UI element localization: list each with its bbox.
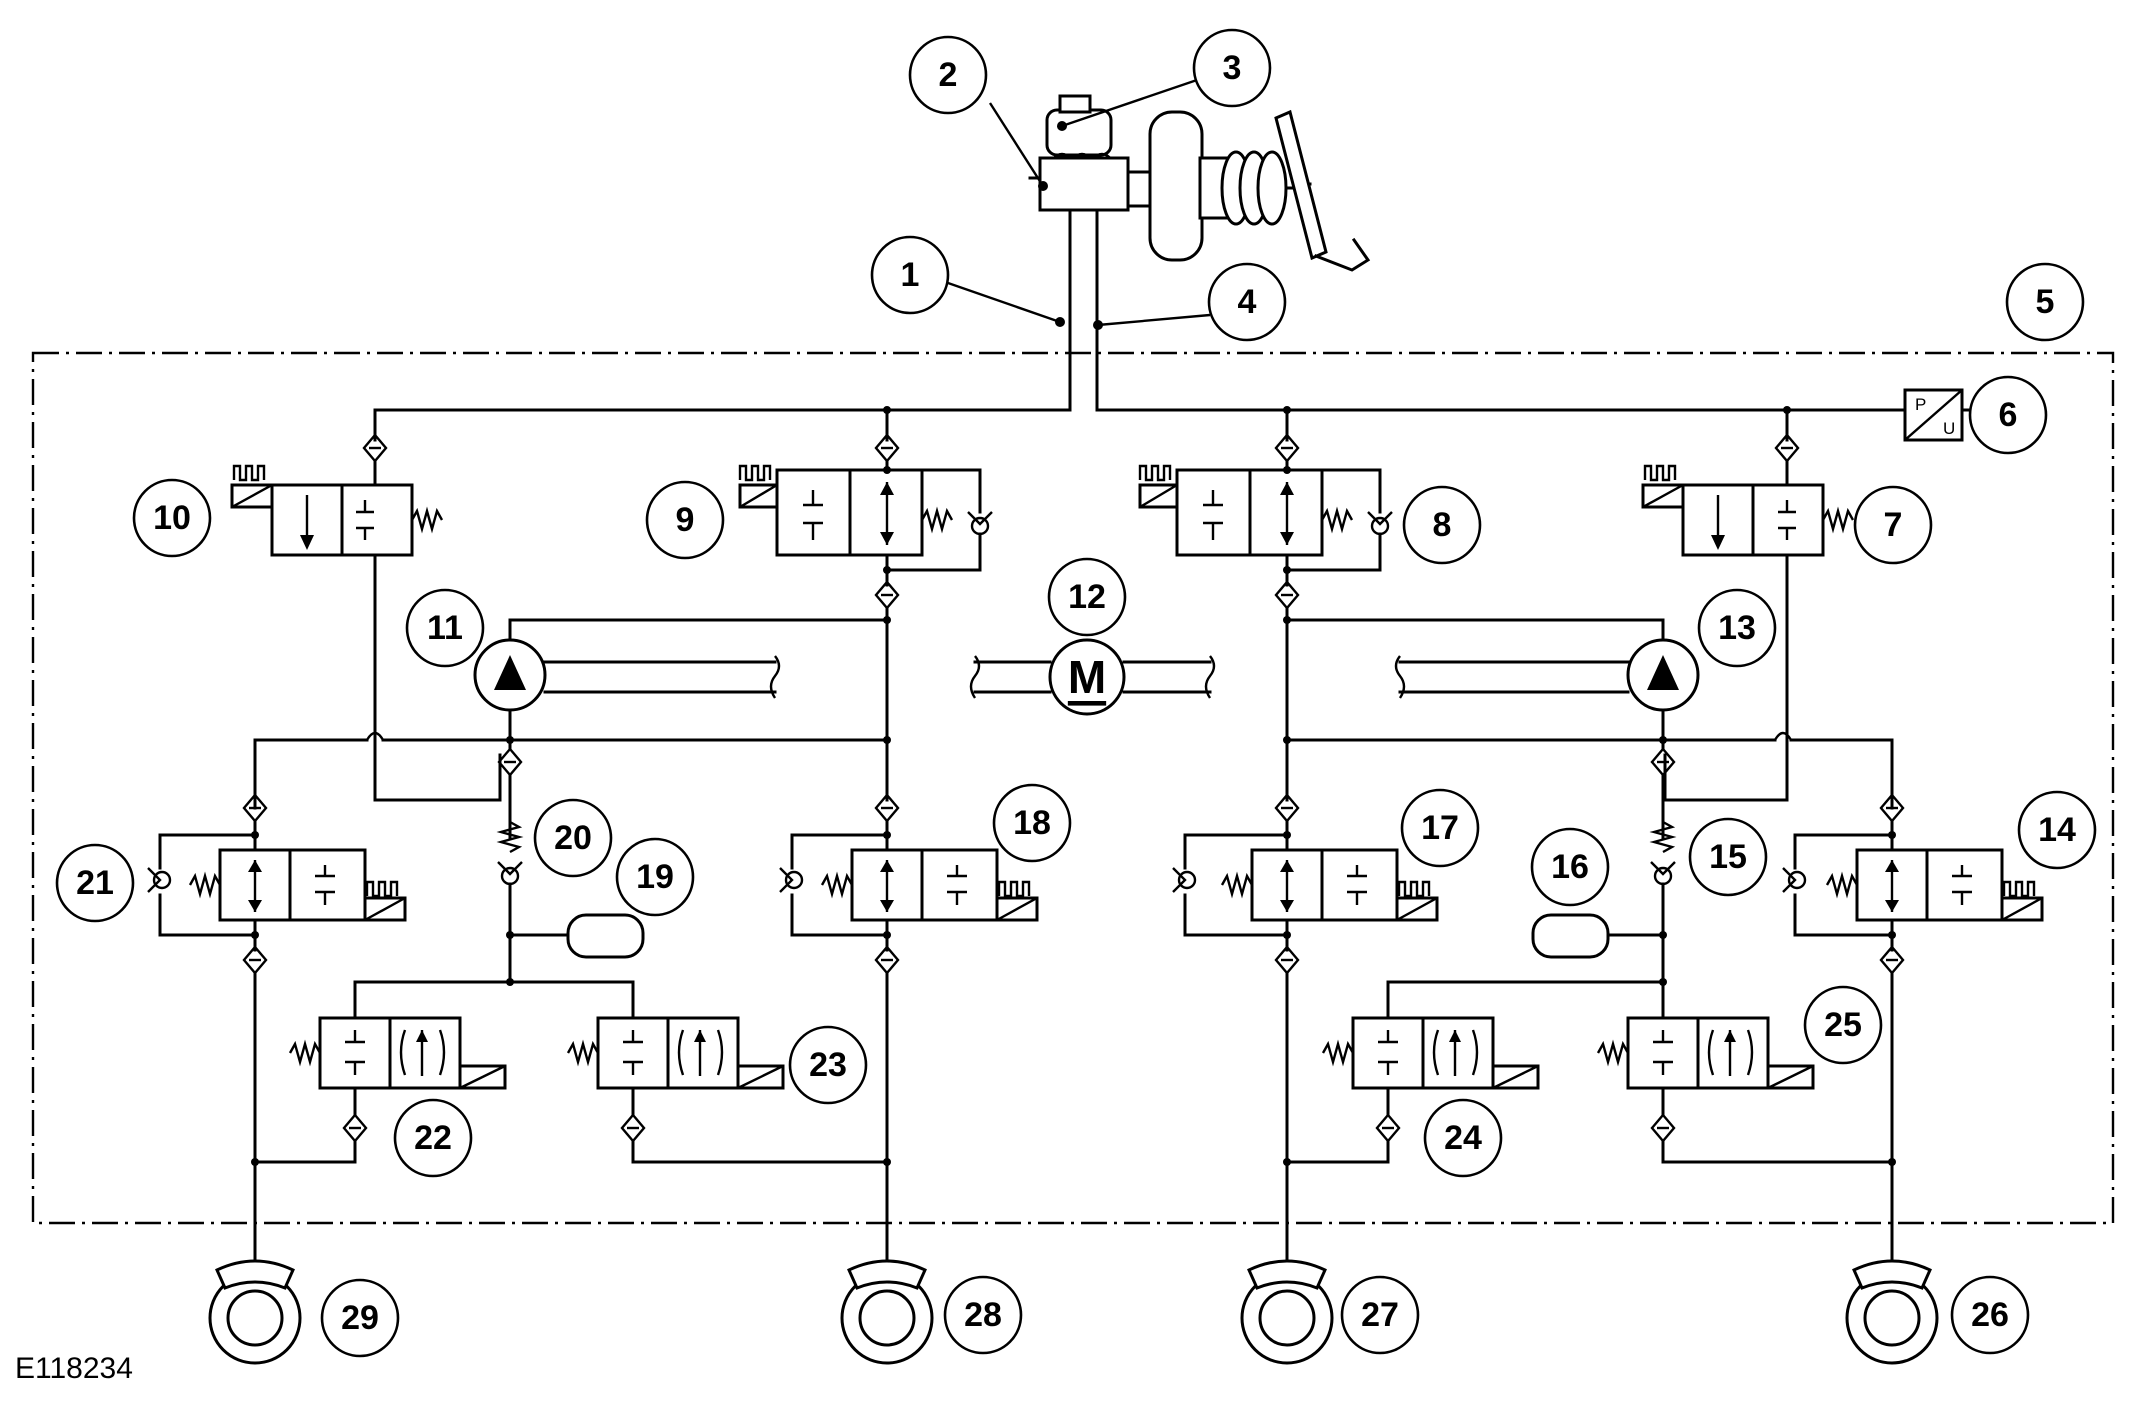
valve-17 [1171, 793, 1439, 1272]
svg-text:25: 25 [1824, 1006, 1862, 1044]
valve-14 [1781, 793, 2044, 1272]
callout-1: 1 [870, 235, 950, 315]
sensor-label-u: U [1943, 419, 1955, 438]
svg-text:24: 24 [1444, 1119, 1482, 1157]
callout-21: 21 [55, 843, 135, 923]
pump-circuits [473, 606, 1700, 802]
svg-text:1: 1 [901, 256, 920, 294]
svg-text:28: 28 [964, 1296, 1002, 1334]
callout-8: 8 [1402, 485, 1482, 565]
leader-lines [947, 78, 1211, 327]
valve-21 [146, 793, 407, 1272]
valve-25 [1596, 1016, 1896, 1166]
return-lines [253, 731, 1894, 810]
svg-text:29: 29 [341, 1299, 379, 1337]
valve-8 [1138, 459, 1394, 587]
valve-7 [1641, 459, 1855, 802]
svg-text:18: 18 [1013, 804, 1051, 842]
callout-20: 20 [533, 798, 613, 878]
callout-6: 6 [1968, 375, 2048, 455]
callout-9: 9 [645, 480, 725, 560]
callout-3: 3 [1192, 28, 1272, 108]
callout-5: 5 [2005, 262, 2085, 342]
callout-15: 15 [1688, 817, 1768, 897]
callout-27: 27 [1340, 1275, 1420, 1355]
callout-7: 7 [1853, 485, 1933, 565]
svg-text:21: 21 [76, 864, 114, 902]
callout-24: 24 [1423, 1098, 1503, 1178]
svg-text:19: 19 [636, 858, 674, 896]
hcu-boundary [31, 351, 2115, 1225]
callout-12: 12 [1047, 557, 1127, 637]
accumulator-right [1386, 773, 1677, 1027]
figure-code: E118234 [15, 1352, 133, 1385]
callout-4: 4 [1207, 262, 1287, 342]
svg-text:8: 8 [1433, 506, 1452, 544]
callout-28: 28 [943, 1275, 1023, 1355]
svg-text:11: 11 [427, 609, 463, 647]
svg-text:10: 10 [153, 499, 191, 537]
svg-text:22: 22 [414, 1119, 452, 1157]
callout-17: 17 [1400, 788, 1480, 868]
accumulator-left [353, 773, 645, 1027]
callout-22: 22 [393, 1098, 473, 1178]
master-cylinder-assembly [1028, 94, 1371, 330]
callout-2: 2 [908, 35, 988, 115]
callout-10: 10 [132, 478, 212, 558]
motor-label: M [1068, 651, 1106, 703]
callout-16: 16 [1530, 827, 1610, 907]
callout-18: 18 [992, 783, 1072, 863]
callout-23: 23 [788, 1025, 868, 1105]
svg-text:16: 16 [1551, 848, 1589, 886]
svg-text:15: 15 [1709, 838, 1747, 876]
svg-text:6: 6 [1999, 396, 2018, 434]
pump-motor: M [969, 638, 1216, 716]
svg-text:27: 27 [1361, 1296, 1399, 1334]
svg-text:4: 4 [1238, 283, 1257, 321]
sensor-label-p: P [1915, 395, 1926, 414]
valve-22 [251, 1016, 507, 1166]
svg-text:3: 3 [1223, 49, 1242, 87]
pressure-sensor: P U [1903, 388, 1964, 442]
hydraulic-lines [373, 323, 1977, 442]
callout-26: 26 [1950, 1275, 2030, 1355]
svg-text:20: 20 [554, 819, 592, 857]
wheel-brakes [208, 1259, 1939, 1365]
callout-19: 19 [615, 837, 695, 917]
valve-9 [738, 459, 994, 587]
svg-text:14: 14 [2038, 811, 2076, 849]
svg-text:12: 12 [1068, 578, 1106, 616]
callout-11: 11 [405, 588, 485, 668]
valve-10 [230, 459, 502, 802]
callouts: 1 2 3 4 5 6 7 8 9 10 11 12 13 14 15 16 1… [55, 28, 2097, 1358]
valve-23 [566, 1016, 891, 1166]
svg-text:26: 26 [1971, 1296, 2009, 1334]
svg-text:7: 7 [1884, 506, 1903, 544]
svg-text:13: 13 [1718, 609, 1756, 647]
valve-24 [1283, 1016, 1540, 1166]
svg-text:5: 5 [2036, 283, 2055, 321]
callout-14: 14 [2017, 790, 2097, 870]
callout-29: 29 [320, 1278, 400, 1358]
callout-13: 13 [1697, 588, 1777, 668]
svg-text:9: 9 [676, 501, 695, 539]
svg-text:23: 23 [809, 1046, 847, 1084]
svg-text:2: 2 [939, 56, 958, 94]
callout-25: 25 [1803, 985, 1883, 1065]
svg-text:17: 17 [1421, 809, 1459, 847]
valve-18 [778, 793, 1039, 1272]
